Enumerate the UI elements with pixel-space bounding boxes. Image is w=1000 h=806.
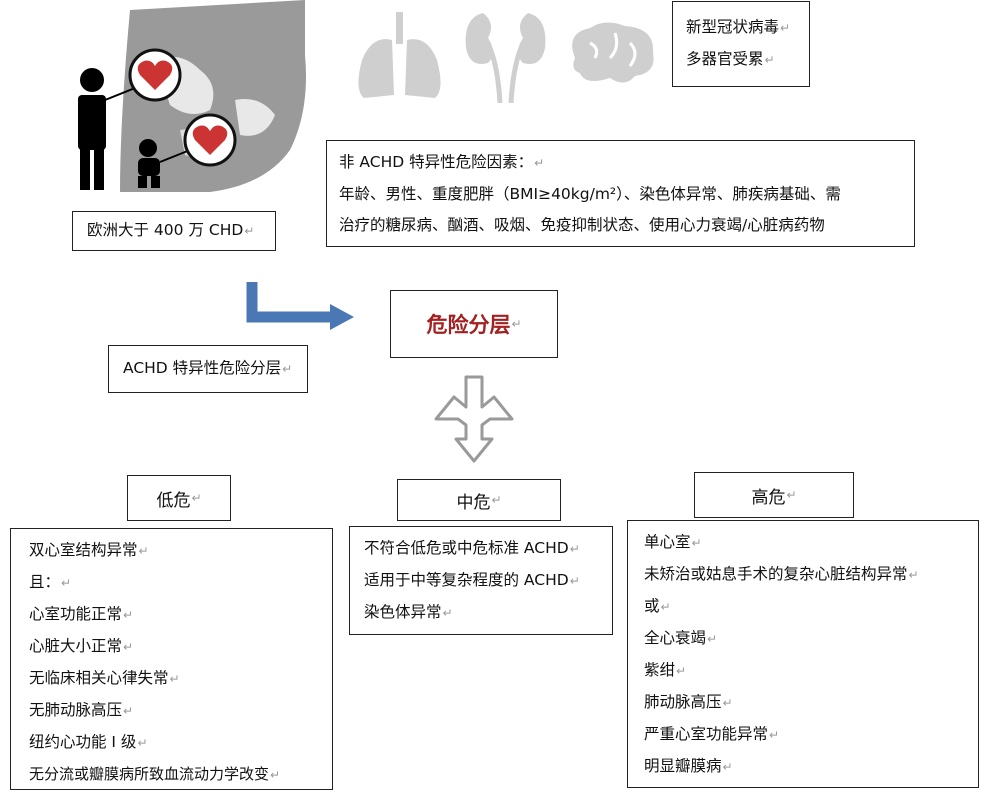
- blue-flow-arrow: [246, 282, 354, 330]
- heart-magnifier-icon: [128, 48, 182, 102]
- covid-multiorgan-box: 新型冠状病毒↵ 多器官受累↵: [672, 1, 810, 87]
- split-arrow-icon: [434, 375, 514, 463]
- europe-chd-label: 欧洲大于 400 万 CHD: [87, 221, 244, 239]
- list-item: 染色体异常↵: [364, 603, 453, 621]
- high-risk-list: 单心室↵ 未矫治或姑息手术的复杂心脏结构异常↵ 或↵ 全心衰竭↵ 紫绀↵ 肺动脉…: [627, 520, 979, 788]
- list-item: 纽约心功能 I 级↵: [29, 733, 148, 751]
- achd-specific-label: ACHD 特异性危险分层: [123, 359, 282, 377]
- list-item: 适用于中等复杂程度的 ACHD↵: [364, 571, 580, 589]
- list-item: 不符合低危或中危标准 ACHD↵: [364, 539, 580, 557]
- europe-illustration: [78, 0, 306, 192]
- list-item: 心室功能正常↵: [29, 605, 134, 623]
- list-item: 严重心室功能异常↵: [644, 725, 780, 743]
- list-item: 无肺动脉高压↵: [29, 701, 134, 719]
- medium-risk-header: 中危↵: [397, 479, 561, 521]
- heart-magnifier-icon: [183, 113, 237, 167]
- low-risk-header: 低危↵: [127, 475, 231, 521]
- multiorgan-line: 多器官受累↵: [686, 50, 775, 68]
- list-item: 全心衰竭↵: [644, 629, 718, 647]
- europe-chd-box: 欧洲大于 400 万 CHD↵: [72, 211, 276, 251]
- list-item: 明显瓣膜病↵: [644, 757, 733, 775]
- list-item: 紫绀↵: [644, 661, 687, 679]
- list-item: 心脏大小正常↵: [29, 637, 134, 655]
- high-risk-header: 高危↵: [694, 472, 854, 518]
- list-item: 无分流或瓣膜病所致血流动力学改变↵: [29, 765, 281, 783]
- risk-stratification-title: 危险分层: [426, 313, 511, 337]
- medium-risk-list: 不符合低危或中危标准 ACHD↵ 适用于中等复杂程度的 ACHD↵ 染色体异常↵: [349, 526, 613, 635]
- covid-line: 新型冠状病毒↵: [686, 18, 791, 36]
- risk-factors-heading: 非 ACHD 特异性危险因素：↵: [339, 153, 545, 171]
- kidneys-icon: [465, 13, 546, 103]
- non-achd-risk-factors-box: 非 ACHD 特异性危险因素：↵ 年龄、男性、重度肥胖（BMI≥40kg/m²）…: [326, 140, 915, 247]
- low-risk-list: 双心室结构异常↵ 且：↵ 心室功能正常↵ 心脏大小正常↵ 无临床相关心律失常↵ …: [10, 528, 333, 790]
- list-item: 单心室↵: [644, 533, 702, 551]
- list-item: 且：↵: [29, 573, 72, 591]
- adult-icon: [78, 68, 106, 190]
- risk-stratification-box: 危险分层↵: [390, 290, 558, 358]
- lungs-icon: [358, 12, 441, 98]
- list-item: 双心室结构异常↵: [29, 541, 149, 559]
- list-item: 无临床相关心律失常↵: [29, 669, 180, 687]
- list-item: 或↵: [644, 597, 671, 615]
- child-icon: [138, 139, 160, 188]
- risk-factors-line: 治疗的糖尿病、酗酒、吸烟、免疫抑制状态、使用心力衰竭/心脏病药物: [339, 216, 825, 234]
- list-item: 未矫治或姑息手术的复杂心脏结构异常↵: [644, 565, 919, 583]
- risk-factors-line: 年龄、男性、重度肥胖（BMI≥40kg/m²）、染色体异常、肺疾病基础、需: [339, 185, 841, 203]
- list-item: 肺动脉高压↵: [644, 693, 733, 711]
- brain-icon: [572, 22, 654, 83]
- achd-specific-box: ACHD 特异性危险分层↵: [108, 345, 308, 393]
